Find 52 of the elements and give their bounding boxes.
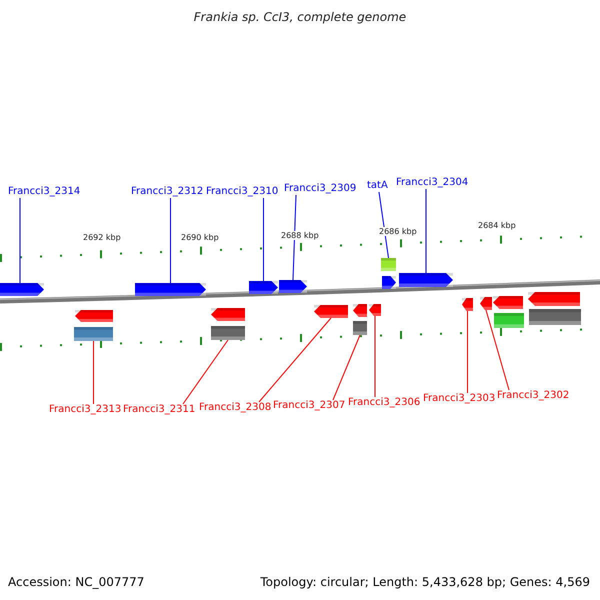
title: Frankia sp. CcI3, complete genome [192, 10, 408, 24]
leader-line [332, 334, 360, 400]
gene-label: Francci3_2314 [8, 186, 80, 198]
gene-label: Francci3_2311 [123, 404, 196, 416]
gene-block [462, 298, 473, 311]
feature-block [381, 258, 396, 271]
kbp-label: 2686 kbp [378, 227, 418, 236]
gene-label: Francci3_2309 [284, 183, 356, 195]
kbp-label: 2690 kbp [180, 233, 220, 242]
leader-line [292, 194, 296, 280]
gene-label: Francci3_2306 [348, 397, 420, 409]
gene-label: Francci3_2303 [423, 393, 496, 405]
accession-text: Accession: NC_007777 [8, 576, 144, 588]
kbp-label: 2684 kbp [477, 221, 517, 230]
gene-block [314, 305, 348, 318]
gene-block [369, 304, 381, 316]
leader-line [182, 340, 228, 404]
feature-block [211, 326, 245, 340]
leader-line [263, 198, 264, 282]
kbp-label: 2692 kbp [82, 233, 122, 242]
leader-line [258, 318, 332, 402]
gene-block [75, 310, 113, 322]
leader-line [93, 340, 94, 404]
gene-block [279, 280, 307, 293]
leader-line [467, 310, 468, 394]
feature-block [494, 313, 524, 328]
leader-line [170, 198, 171, 284]
gene-label: Francci3_2312 [131, 186, 204, 198]
gene-block [382, 276, 396, 289]
feature-block [353, 321, 367, 335]
gene-block [353, 304, 367, 317]
leader-line [486, 310, 510, 390]
leader-line [374, 316, 376, 398]
gene-block [135, 283, 206, 296]
gene-block [480, 297, 492, 310]
feature-block [529, 309, 581, 325]
feature-block [74, 327, 113, 341]
gene-label: Francci3_2307 [273, 400, 346, 412]
gene-label: Francci3_2302 [497, 390, 570, 402]
gene-label: Francci3_2313 [49, 404, 122, 416]
kbp-label: 2688 kbp [280, 231, 320, 240]
gene-block [211, 308, 245, 321]
gene-label: Francci3_2310 [206, 186, 278, 198]
gene-block [528, 292, 580, 306]
genome-info-text: Topology: circular; Length: 5,433,628 bp; Genes: 4,569 [260, 576, 590, 588]
gene-label: Francci3_2308 [199, 402, 272, 414]
gene-label: tatA [367, 180, 388, 192]
gene-block [0, 283, 44, 296]
leader-line [378, 192, 389, 258]
gene-block [249, 281, 278, 294]
gene-block [399, 273, 453, 287]
gene-label: Francci3_2304 [396, 177, 468, 189]
